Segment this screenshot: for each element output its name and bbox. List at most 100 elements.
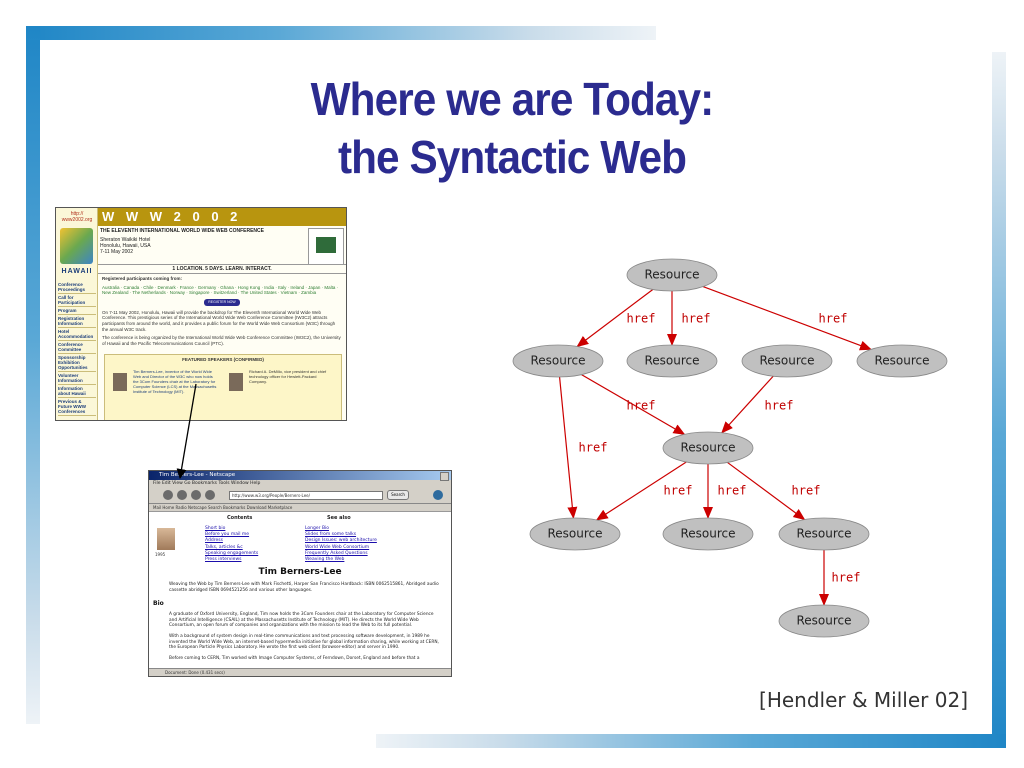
edge-label-r1-r3: href: [682, 312, 711, 326]
frame-right-bar: [992, 52, 1006, 748]
netscape-logo-icon: [433, 490, 443, 500]
www2002-nav-item: Previous & Future WWW Conferences: [58, 398, 96, 416]
list-item: Slides from some talks: [305, 532, 357, 538]
resource-node-r8: [662, 517, 754, 551]
edge-label-r6-r9: href: [792, 484, 821, 498]
tbl-window-title: Tim Berners-Lee - Netscape: [149, 471, 451, 481]
www2002-url-label: http:// www2002.org: [61, 211, 93, 223]
www2002-screenshot: http:// www2002.org HAWAII Conference Pr…: [55, 207, 347, 421]
tbl-contents-list: Short bio Before you mail me Address Tal…: [205, 526, 258, 563]
tbl-page-content: Contents See also 1995 Short bio Before …: [149, 512, 451, 674]
www2002-nav-item: Call for Participation: [58, 294, 96, 307]
tbl-search-button: Search: [387, 490, 409, 500]
list-item: Design Issues: web architecture: [305, 538, 377, 544]
list-item: World Wide Web Consortium: [305, 544, 370, 550]
edge-label-r2-r6: href: [627, 399, 656, 413]
resource-node-r7: [529, 517, 621, 551]
edge-label-r9-r10: href: [832, 571, 861, 585]
www2002-sidebar: http:// www2002.org HAWAII Conference Pr…: [56, 208, 98, 420]
speaker-photo: [113, 373, 127, 391]
graph-edge-r2-r7: [558, 376, 578, 520]
tbl-bio-paragraph: A graduate of Oxford University, England…: [169, 612, 434, 629]
back-icon: [163, 490, 173, 500]
tbl-see-also-heading: See also: [327, 515, 351, 521]
list-item: Before you mail me: [205, 532, 250, 538]
list-item: Short bio: [205, 526, 226, 531]
www2002-sponsor-badge: [308, 228, 344, 266]
www2002-conference-name: THE ELEVENTH INTERNATIONAL WORLD WIDE WE…: [100, 228, 264, 234]
list-item: Longer Bio: [305, 526, 330, 531]
www2002-nav-item: Conference Committee: [58, 341, 96, 354]
resource-node-r2: [512, 344, 604, 378]
www2002-organizers-text: The conference is being organized by the…: [102, 335, 341, 346]
tbl-photo-year: 1995: [155, 552, 166, 557]
list-item: Weaving the Web: [305, 557, 345, 563]
frame-top-bar: [26, 26, 656, 40]
tbl-contents-heading: Contents: [227, 515, 253, 521]
resource-node-r4: [741, 344, 833, 378]
resource-node-r10: [778, 604, 870, 638]
www2002-speaker1: Tim Berners-Lee, inventor of the World W…: [133, 369, 217, 394]
frame-bottom-bar: [376, 734, 1006, 748]
www2002-featured-heading: FEATURED SPEAKERS (CONFIRMED): [182, 357, 264, 362]
www2002-body: Registered participants coming from: Aus…: [102, 276, 342, 349]
tbl-menu-bar: File Edit View Go Bookmarks Tools Window…: [149, 480, 451, 487]
www2002-city: Honolulu, Hawaii, USA: [100, 243, 151, 249]
www2002-registered-heading: Registered participants coming from:: [102, 276, 183, 281]
www2002-countries: Australia · Canada · Chile · Denmark · F…: [102, 284, 339, 296]
resource-node-label-r7: Resource: [547, 527, 602, 541]
graph-edge-r1-r5: [702, 286, 872, 351]
slide-title: Where we are Today: the Syntactic Web: [200, 70, 824, 186]
www2002-intro-text: On 7-11 May 2002, Honolulu, Hawaii will …: [102, 309, 336, 332]
tbl-status-bar: Document: Done (0.431 secs): [149, 668, 451, 676]
www2002-banner: W W W 2 0 0 2: [98, 208, 346, 226]
list-item: Address: [205, 538, 223, 544]
resource-node-r1: [626, 258, 718, 292]
resource-node-label-r4: Resource: [759, 354, 814, 368]
resource-node-r6: [662, 431, 754, 465]
www2002-venue: Sheraton Waikiki Hotel: [100, 237, 151, 243]
resource-node-label-r6: Resource: [680, 441, 735, 455]
www2002-nav-item: Conference Proceedings: [58, 281, 96, 294]
www2002-nav-item: Hotel Accommodation: [58, 328, 96, 341]
www2002-nav-item: Information about Hawaii: [58, 385, 96, 398]
list-item: Press interviews: [205, 557, 242, 563]
resource-node-r5: [856, 344, 948, 378]
www2002-nav-item: Registration Information: [58, 315, 96, 328]
close-icon: [440, 472, 449, 481]
citation: [Hendler & Miller 02]: [759, 688, 968, 712]
resource-node-label-r9: Resource: [796, 527, 851, 541]
www2002-register-button: REGISTER NOW: [204, 298, 240, 306]
resource-node-label-r2: Resource: [530, 354, 585, 368]
tbl-name-heading: Tim Berners-Lee: [258, 567, 342, 577]
resource-node-label-r5: Resource: [874, 354, 929, 368]
speaker-photo: [229, 373, 243, 391]
www2002-hawaii-label: HAWAII: [61, 268, 93, 275]
stop-icon: [205, 490, 215, 500]
graph-edge-r4-r6: [721, 375, 774, 434]
www2002-nav-item: Volunteer Information: [58, 372, 96, 385]
www2002-nav-item: Program: [58, 307, 96, 315]
resource-node-label-r1: Resource: [644, 268, 699, 282]
resource-node-label-r3: Resource: [644, 354, 699, 368]
reload-icon: [191, 490, 201, 500]
forward-icon: [177, 490, 187, 500]
edge-label-r4-r6: href: [765, 399, 794, 413]
tbl-screenshot: Tim Berners-Lee - Netscape File Edit Vie…: [148, 470, 452, 677]
resource-node-label-r10: Resource: [796, 614, 851, 628]
www2002-tagline: 1 LOCATION. 5 DAYS. LEARN. INTERACT.: [98, 264, 346, 274]
tbl-nav-toolbar: http://www.w3.org/People/Berners-Lee/ Se…: [149, 487, 451, 504]
tbl-bookmarks-bar: Mail Home Radio Netscape Search Bookmark…: [149, 504, 451, 512]
edge-label-r1-r5: href: [819, 312, 848, 326]
slide-title-line1: Where we are Today:: [310, 73, 715, 125]
www2002-dates: 7-11 May 2002: [100, 249, 133, 255]
edge-label-r2-r7: href: [579, 441, 608, 455]
edge-label-r6-r7: href: [664, 484, 693, 498]
tbl-photo: [157, 528, 175, 550]
frame-left-bar: [26, 26, 40, 724]
list-item: Talks, articles &c: [205, 544, 243, 550]
tbl-bio-paragraph: With a background of system design in re…: [169, 634, 439, 651]
